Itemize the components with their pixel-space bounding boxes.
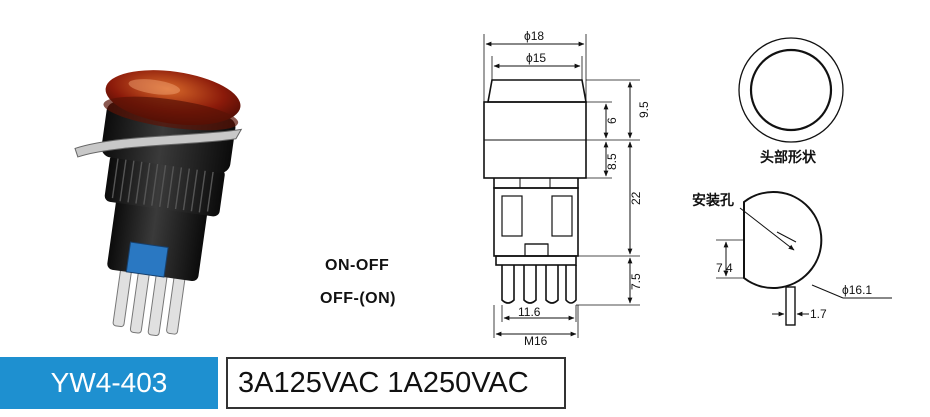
blue-actuator-block — [125, 241, 169, 278]
mounting-hole-caption: 安装孔 — [692, 192, 734, 208]
switch-mode-on-off: ON-OFF — [325, 257, 390, 274]
dim-lens-height: 6 — [605, 117, 619, 124]
ribbed-nut — [104, 154, 225, 217]
dim-thread: M16 — [524, 334, 548, 348]
side-view-drawing — [483, 34, 640, 338]
dim-inner-diameter: ϕ15 — [526, 51, 546, 65]
dim-key-width: 1.7 — [810, 307, 827, 321]
dim-collar-height: 8.5 — [605, 153, 619, 170]
spring-clip — [74, 128, 243, 158]
head-shape-caption: 头部形状 — [760, 149, 817, 165]
drawing-lower-body — [493, 187, 579, 257]
side-view-labels: ϕ18 ϕ15 9.5 6 8.5 22 7.5 11.6 M16 — [518, 29, 651, 348]
push-button-switch-photo — [74, 70, 243, 337]
dim-pin-span: 11.6 — [518, 305, 541, 319]
electrical-rating: 3A125VAC 1A250VAC — [226, 357, 566, 409]
dim-flat: 7.4 — [716, 261, 733, 275]
dim-hole-diameter: ϕ16.1 — [842, 283, 872, 297]
dim-body-height: 22 — [629, 191, 643, 205]
dim-terminal-height: 7.5 — [629, 273, 643, 290]
model-number-badge: YW4-403 — [0, 357, 218, 409]
dim-outer-diameter: ϕ18 — [524, 29, 544, 43]
dim-head-total: 9.5 — [637, 101, 651, 118]
terminal-pins — [112, 263, 186, 337]
mounting-hole-outline — [716, 191, 892, 326]
round-head-outline — [738, 37, 844, 143]
switch-mode-off-on: OFF-(ON) — [320, 290, 396, 307]
drawing-terminals — [501, 265, 577, 304]
drawing-lens — [487, 79, 587, 103]
